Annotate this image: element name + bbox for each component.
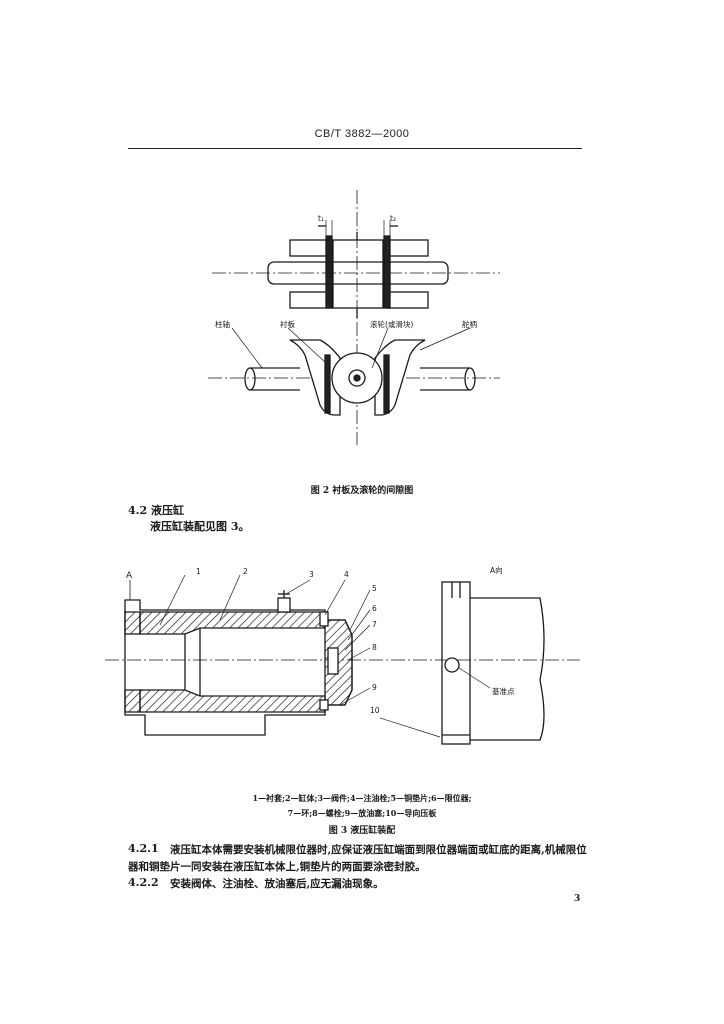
page-number: 3: [574, 894, 581, 904]
fig2-label-t1: t₁: [318, 214, 324, 223]
fig3-legend-line-1: 1—衬套;2—缸体;3—阀件;4—注油栓;5—铜垫片;6—限位器;: [252, 793, 472, 803]
fig3-callout-4: 4: [344, 570, 349, 579]
fig2-caption: 图 2 衬板及滚轮的间隙图: [310, 486, 414, 496]
fig3-callout-5: 5: [372, 584, 377, 593]
fig3-caption: 图 3 液压缸装配: [328, 826, 396, 836]
clause-4-2-2-text: 安装阀体、注油栓、放油塞后,应无漏油现象。: [170, 878, 384, 890]
fig2-label-liner: 衬板: [280, 320, 295, 329]
fig3-callout-3: 3: [309, 570, 314, 579]
fig3-datum-hole: [444, 657, 460, 673]
clause-4-2-1-line-1: 液压缸本体需要安装机械限位器时,应保证液压缸端面到限位器端面或缸底的距离,机械限…: [170, 844, 587, 856]
fig3-label-a: A: [126, 571, 133, 581]
fig2-liner-left: [325, 235, 333, 309]
fig2-label-roller: 滚轮(或滑块): [370, 320, 414, 329]
clause-4-2-1-number: 4.2.1: [128, 842, 159, 855]
fig3-label-datum: 基准点: [492, 687, 515, 696]
fig3-callout-9: 9: [372, 683, 377, 692]
fig3-label-a-view: A向: [490, 566, 503, 575]
fig3-callout-1: 1: [196, 567, 201, 576]
fig3-callout-10: 10: [370, 706, 380, 715]
fig3-callout-8: 8: [372, 643, 377, 652]
fig2-roller-block: [332, 239, 384, 309]
header-standard-code: CB/T 3882—2000: [314, 128, 410, 140]
clause-4-2-2-number: 4.2.2: [128, 876, 159, 889]
fig3-callout-6: 6: [372, 604, 377, 613]
fig3-a-view-plate: [441, 581, 471, 745]
section-heading: 4.2 液压缸: [128, 504, 184, 517]
fig2-liner-right: [383, 235, 391, 309]
section-body: 液压缸装配见图 3。: [150, 520, 250, 533]
fig3-callout-2: 2: [243, 567, 248, 576]
clause-4-2-1-line-2: 器和铜垫片一同安装在液压缸本体上,铜垫片的两面要涂密封胶。: [128, 861, 426, 873]
header-rule: [128, 148, 582, 149]
fig2-label-fork: 舵柄: [462, 320, 477, 329]
fig2-label-t2: t₂: [390, 214, 396, 223]
fig3-callout-7: 7: [372, 620, 377, 629]
fig3-legend-line-2: 7—环;8—螺栓;9—放油塞;10—导向压板: [287, 808, 437, 818]
fig2-label-tiller: 柱轴: [215, 320, 230, 329]
